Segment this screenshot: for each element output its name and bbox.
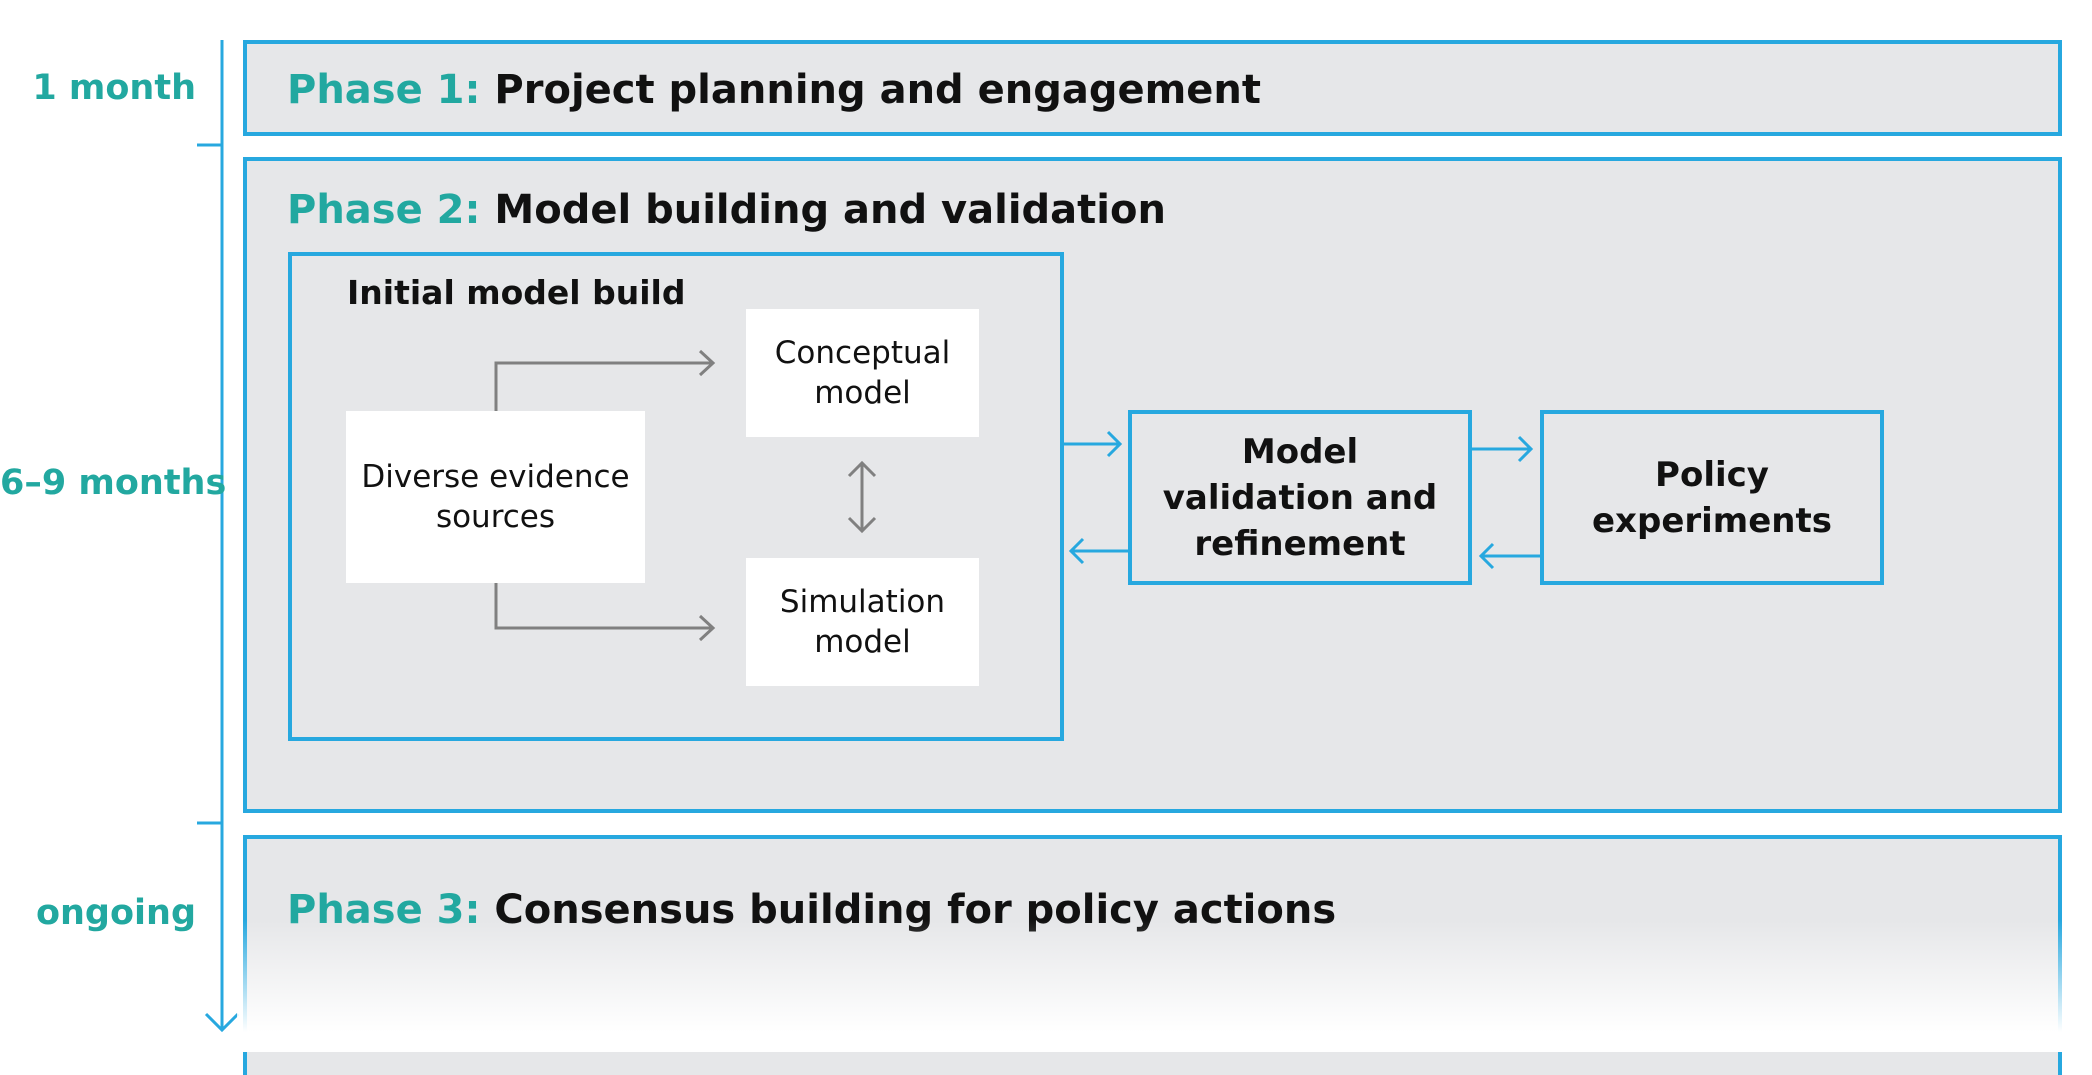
- arrowhead-right-icon: [1517, 435, 1534, 463]
- evidence-line-2: sources: [435, 499, 556, 535]
- phase-1-panel: Phase 1: Project planning and engagement: [243, 40, 2062, 136]
- phase-1-title: Phase 1: Project planning and engagement: [287, 66, 1261, 114]
- validation-line-2: validation and: [1162, 477, 1438, 518]
- arrowhead-right-icon: [698, 614, 716, 642]
- conceptual-line-2: model: [814, 375, 911, 411]
- duration-phase-1: 1 month: [32, 68, 196, 108]
- phase-1-name: Project planning and engagement: [494, 67, 1262, 113]
- validation-line-3: refinement: [1194, 523, 1406, 564]
- phase-2-name: Model building and validation: [494, 187, 1166, 233]
- flow-connectors: [494, 349, 1540, 642]
- simulation-model-box: Simulation model: [746, 558, 979, 686]
- policy-line-2: experiments: [1592, 500, 1832, 541]
- conceptual-model-box: Conceptual model: [746, 309, 979, 437]
- timeline: [197, 40, 240, 1033]
- initial-model-build-label: Initial model build: [347, 273, 686, 312]
- duration-phase-3: ongoing: [35, 893, 196, 933]
- phase-3-fade-overlay: [237, 920, 2068, 1052]
- policy-experiments-box: Policy experiments: [1540, 410, 1884, 585]
- model-validation-box: Model validation and refinement: [1128, 410, 1472, 585]
- arrowhead-up-icon: [847, 460, 877, 478]
- arrowhead-down-icon: [847, 516, 877, 534]
- conceptual-line-1: Conceptual: [774, 335, 951, 371]
- initial-model-build-box: [288, 252, 1064, 741]
- simulation-line-1: Simulation: [779, 584, 946, 620]
- evidence-sources-box: Diverse evidence sources: [346, 411, 645, 583]
- arrowhead-left-icon: [1068, 537, 1085, 565]
- evidence-to-simulation-connector: [494, 583, 713, 630]
- phase-2-title: Phase 2: Model building and validation: [287, 186, 1166, 234]
- validation-line-1: Model: [1241, 431, 1359, 472]
- arrowhead-right-icon: [1106, 430, 1123, 458]
- duration-phase-2: 6–9 months: [0, 463, 227, 503]
- phase-2-number: Phase 2:: [287, 187, 481, 233]
- evidence-line-1: Diverse evidence: [361, 459, 630, 495]
- phase-1-number: Phase 1:: [287, 67, 481, 113]
- evidence-to-conceptual-connector: [494, 361, 713, 411]
- down-arrow-icon: [204, 1012, 240, 1033]
- arrowhead-left-icon: [1478, 542, 1495, 570]
- arrowhead-right-icon: [698, 349, 716, 377]
- policy-line-1: Policy: [1655, 454, 1769, 495]
- simulation-line-2: model: [814, 624, 911, 660]
